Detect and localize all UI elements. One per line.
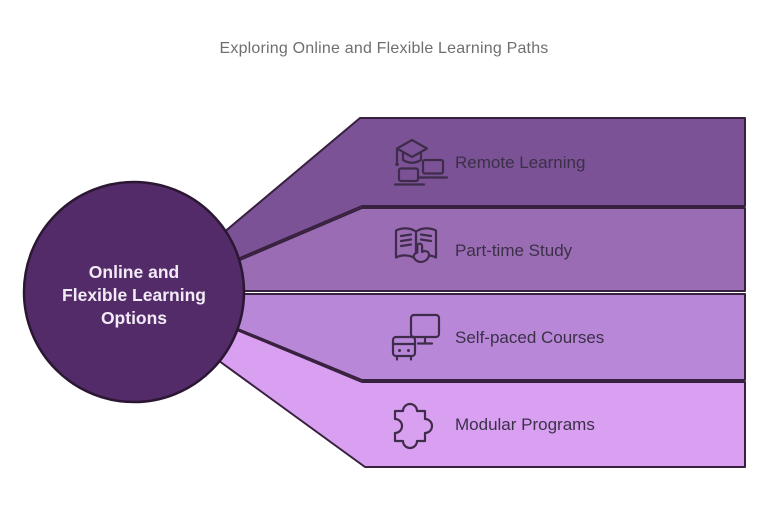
icon-part-hand	[412, 242, 431, 264]
monitor-device-icon	[391, 313, 441, 361]
branch-label-part-time-study: Part-time Study	[455, 241, 573, 260]
branch-label-modular-programs: Modular Programs	[455, 415, 595, 434]
branch-label-self-paced-courses: Self-paced Courses	[455, 328, 604, 347]
open-book-hand-icon	[394, 227, 438, 264]
diagram-title: Exploring Online and Flexible Learning P…	[219, 40, 549, 57]
icon-part-device-eye-right	[407, 349, 410, 352]
icon-part-device-feet	[395, 354, 413, 361]
icon-part-device-body	[391, 335, 417, 358]
icon-part-laptop-left	[397, 167, 420, 183]
icon-part-laptop-right	[421, 158, 445, 175]
icon-part-device-eye-left	[398, 349, 401, 352]
graduation-cap-laptops-icon	[393, 138, 449, 186]
icon-part-book-lines-left	[399, 233, 413, 248]
puzzle-piece-icon	[393, 402, 434, 450]
icon-part-cap-band	[401, 151, 423, 164]
center-node-label-line3: Options	[101, 308, 167, 328]
branch-label-remote-learning: Remote Learning	[455, 153, 585, 172]
icon-part-tassel-dot	[395, 162, 399, 166]
icon-part-cap	[395, 138, 429, 159]
center-node-label-line2: Flexible Learning	[62, 285, 206, 305]
center-node	[22, 180, 246, 404]
icon-part-puzzle	[393, 402, 434, 450]
icon-part-book-lines-right	[419, 233, 433, 243]
center-node-label-line1: Online and	[89, 262, 179, 282]
